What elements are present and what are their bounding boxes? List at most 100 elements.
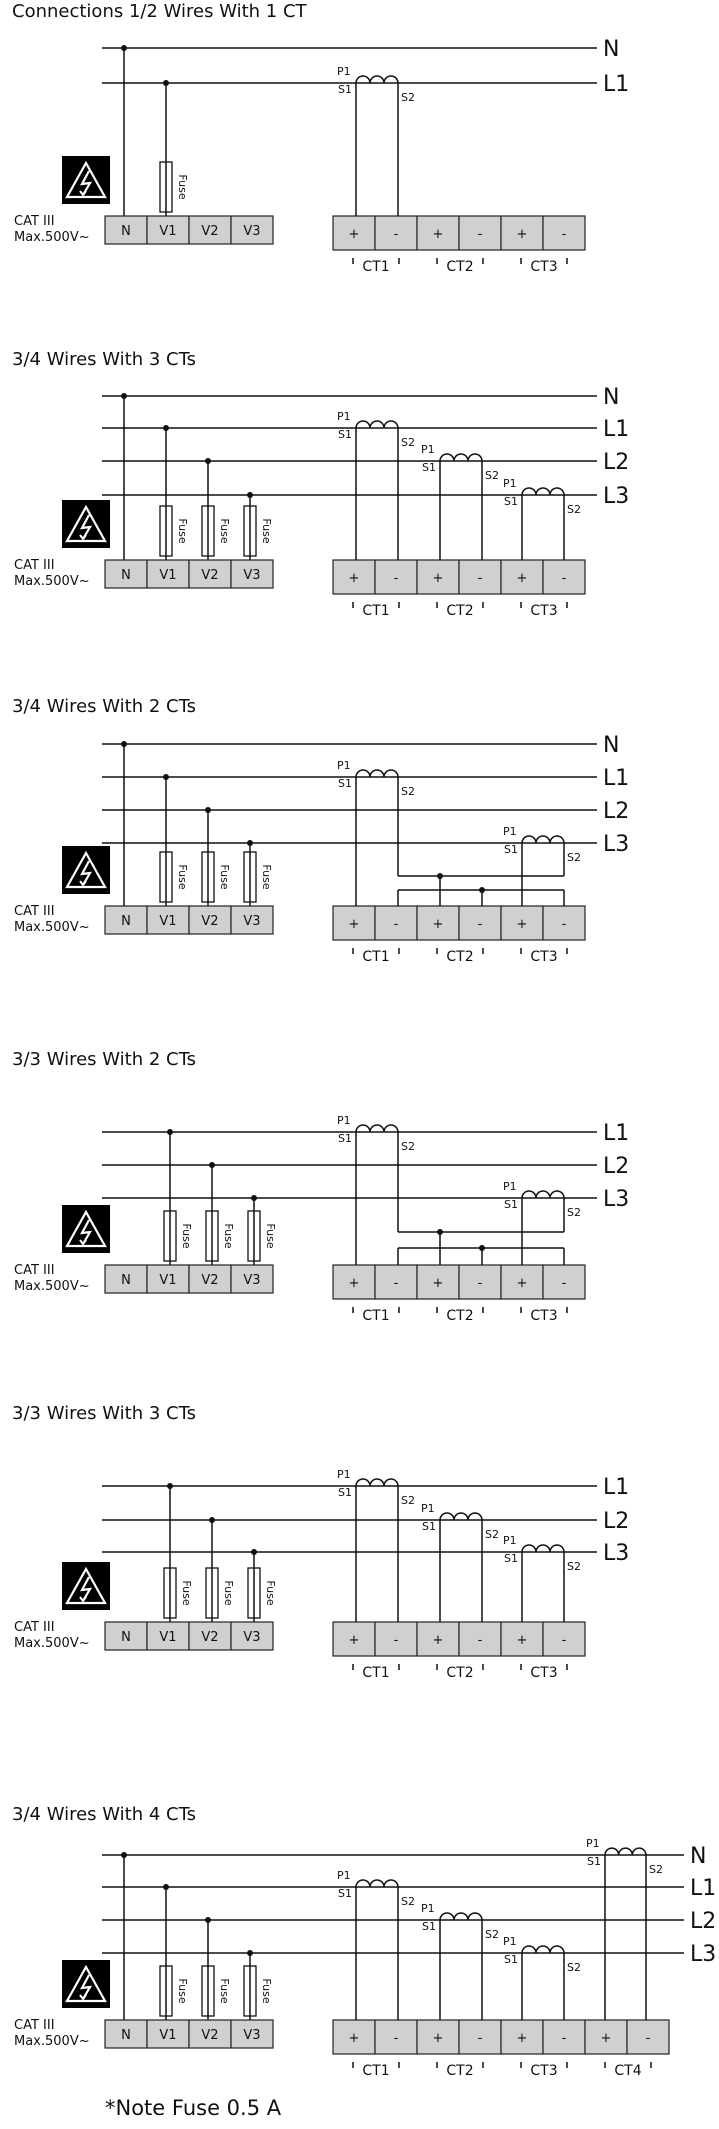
ct-pin-s2: S2	[401, 785, 415, 798]
fuse-label: Fuse	[222, 1223, 235, 1248]
cat-rating-label: CAT III	[14, 558, 55, 573]
ct3-terminal-minus	[542, 905, 586, 941]
ct2-terminal-plus	[416, 559, 460, 595]
ct1-terminal-minus	[374, 559, 418, 595]
ct-pin-s2: S2	[401, 1494, 415, 1507]
terminal-n	[104, 905, 148, 935]
ct-terminal-sign: +	[433, 2031, 444, 2046]
line-label-l3: L3	[603, 1187, 629, 1212]
ct-label-4: CT4	[614, 2063, 641, 2079]
ct-label-2: CT2	[446, 259, 473, 275]
ct-pin-p1: P1	[337, 410, 351, 423]
terminal-label-v1: V1	[159, 1273, 176, 1288]
ct-pin-p1: P1	[503, 825, 517, 838]
ct-pin-p1: P1	[586, 1837, 600, 1850]
terminal-label-n: N	[121, 568, 131, 583]
current-transformer-coil	[521, 1190, 565, 1199]
ct-terminal-sign: +	[517, 917, 528, 932]
ct-pin-s2: S2	[401, 1140, 415, 1153]
ct-pin-p1: P1	[337, 65, 351, 78]
terminal-label-v2: V2	[201, 914, 218, 929]
ct-terminal-sign: +	[517, 1633, 528, 1648]
ct-label-1: CT1	[362, 1665, 389, 1681]
line-label-l3: L3	[690, 1942, 716, 1967]
ct-label-1: CT1	[362, 1308, 389, 1324]
current-transformer-coil	[439, 1512, 483, 1521]
ct-pin-p1: P1	[421, 1902, 435, 1915]
max-voltage-label: Max.500V~	[14, 1279, 90, 1294]
ct-terminal-sign: +	[349, 917, 360, 932]
line-label-n: N	[603, 385, 619, 410]
current-transformer-coil	[521, 1544, 565, 1553]
ct-pin-s1: S1	[338, 1887, 352, 1900]
ct3-terminal-plus	[500, 215, 544, 251]
line-label-n: N	[690, 1844, 706, 1869]
terminal-v3	[230, 559, 274, 589]
ct-terminal-sign: -	[562, 227, 567, 242]
terminal-label-v1: V1	[159, 1630, 176, 1645]
ct-pin-s2: S2	[485, 1528, 499, 1541]
terminal-v3	[230, 2019, 274, 2049]
ct-terminal-sign: -	[394, 1633, 399, 1648]
line-label-l3: L3	[603, 832, 629, 857]
ct1-terminal-minus	[374, 215, 418, 251]
ct-terminal-sign: -	[562, 1276, 567, 1291]
fuse-label: Fuse	[260, 518, 273, 543]
ct-pin-p1: P1	[503, 477, 517, 490]
fuse-label: Fuse	[264, 1580, 277, 1605]
terminal-v2	[188, 2019, 232, 2049]
terminal-v1	[146, 215, 190, 245]
ct-terminal-sign: +	[349, 2031, 360, 2046]
ct-pin-s1: S1	[504, 1953, 518, 1966]
cat-rating-label: CAT III	[14, 904, 55, 919]
cat-rating-label: CAT III	[14, 214, 55, 229]
line-label-l1: L1	[690, 1876, 716, 1901]
ct-label-3: CT3	[530, 1665, 557, 1681]
line-label-l1: L1	[603, 1475, 629, 1500]
ct-terminal-sign: -	[478, 227, 483, 242]
ct-pin-s2: S2	[485, 1928, 499, 1941]
ct-pin-s2: S2	[567, 851, 581, 864]
ct1-terminal-plus	[332, 215, 376, 251]
section-title: 3/4 Wires With 2 CTs	[12, 696, 196, 717]
ct-terminal-sign: +	[517, 227, 528, 242]
ct-pin-s2: S2	[567, 1206, 581, 1219]
line-label-l2: L2	[603, 1509, 629, 1534]
terminal-label-n: N	[121, 1273, 131, 1288]
ct3-terminal-minus	[542, 215, 586, 251]
terminal-label-v3: V3	[243, 2028, 260, 2043]
ct-pin-p1: P1	[337, 1468, 351, 1481]
ct-terminal-sign: -	[394, 917, 399, 932]
high-voltage-warning-icon	[62, 156, 110, 204]
fuse-label: Fuse	[176, 864, 189, 889]
line-label-l2: L2	[603, 799, 629, 824]
ct-label-3: CT3	[530, 603, 557, 619]
ct-terminal-sign: +	[349, 1276, 360, 1291]
section-title: 3/3 Wires With 3 CTs	[12, 1403, 196, 1424]
current-transformer-coil	[355, 1879, 399, 1888]
line-label-l3: L3	[603, 484, 629, 509]
ct-terminal-sign: -	[478, 917, 483, 932]
high-voltage-warning-icon	[62, 1205, 110, 1253]
ct-label-3: CT3	[530, 1308, 557, 1324]
ct-label-2: CT2	[446, 1308, 473, 1324]
ct1-terminal-plus	[332, 905, 376, 941]
high-voltage-warning-icon	[62, 500, 110, 548]
terminal-v3	[230, 905, 274, 935]
line-label-l1: L1	[603, 766, 629, 791]
max-voltage-label: Max.500V~	[14, 230, 90, 245]
ct-pin-s1: S1	[338, 777, 352, 790]
section-title: 3/4 Wires With 3 CTs	[12, 349, 196, 370]
terminal-label-v1: V1	[159, 568, 176, 583]
ct-pin-s1: S1	[338, 1132, 352, 1145]
terminal-label-n: N	[121, 1630, 131, 1645]
ct2-terminal-minus	[458, 1621, 502, 1657]
ct-pin-p1: P1	[337, 1114, 351, 1127]
line-label-l2: L2	[690, 1909, 716, 1934]
ct-terminal-sign: -	[562, 2031, 567, 2046]
ct-pin-s1: S1	[504, 1552, 518, 1565]
ct-pin-p1: P1	[503, 1534, 517, 1547]
